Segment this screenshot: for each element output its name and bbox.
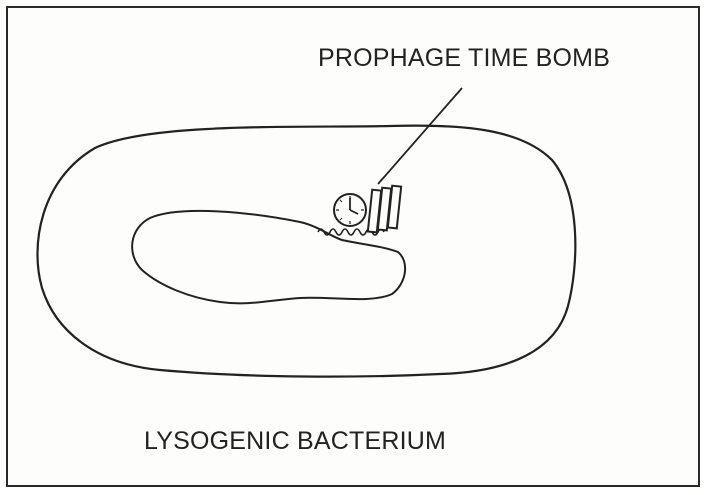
bacterium-cell-wall (37, 126, 575, 377)
prophage-leader-line (378, 88, 462, 184)
clock-icon (334, 194, 366, 226)
dynamite-icon (368, 186, 401, 233)
prophage-time-bomb-label: PROPHAGE TIME BOMB (318, 44, 610, 73)
bacterial-chromosome (132, 211, 405, 303)
lysogenic-bacterium-label: LYSOGENIC BACTERIUM (144, 427, 446, 456)
